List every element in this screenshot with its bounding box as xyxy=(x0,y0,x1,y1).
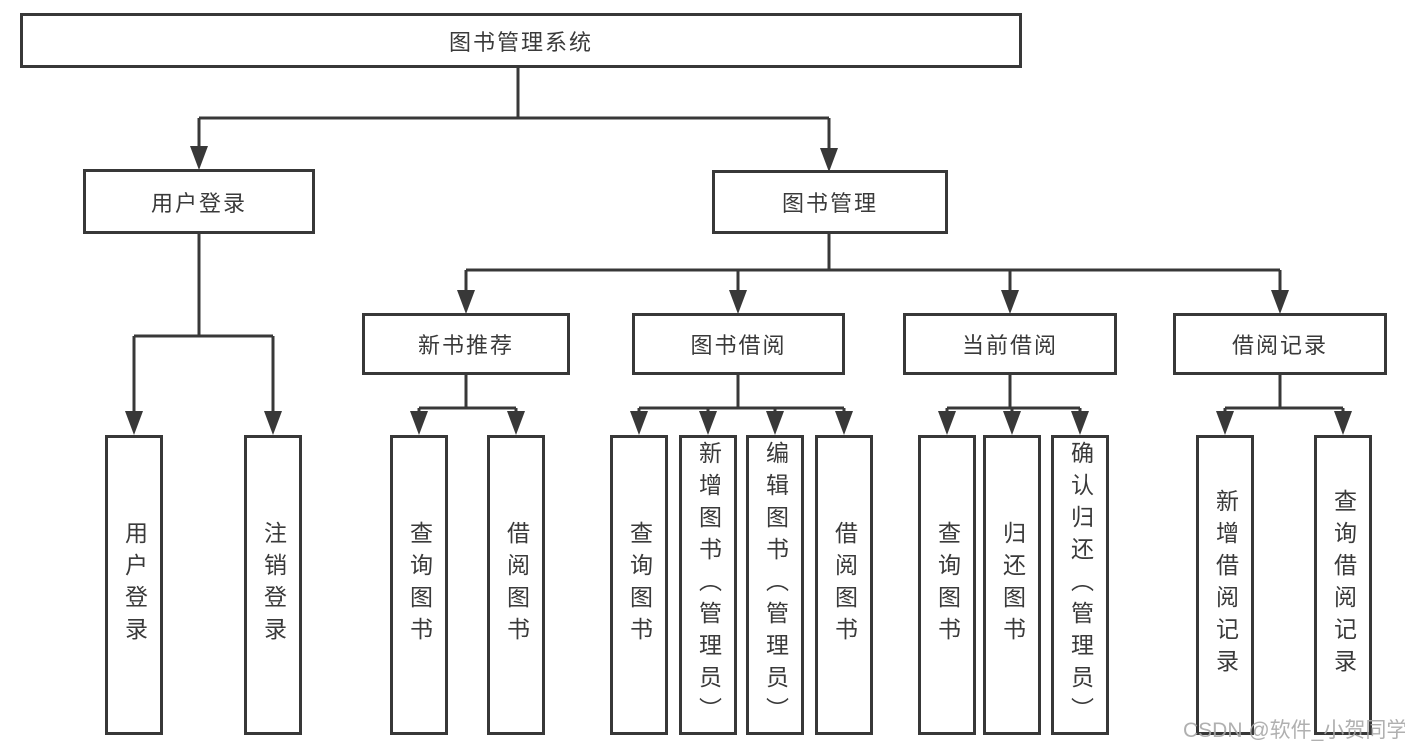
csdn-watermark: CSDN @软件_小贺同学 xyxy=(1183,719,1405,742)
arrowhead-to-leaf-edit-books xyxy=(766,411,784,435)
arrowhead-to-leaf-confirm-return xyxy=(1071,411,1089,435)
arrowhead-to-leaf-borrow-query xyxy=(630,411,648,435)
leaf-edit-books-admin: 编辑图书（管理员） xyxy=(746,435,804,735)
leaf-edit-books-admin-label: 编辑图书（管理员） xyxy=(762,441,789,729)
leaf-add-books-admin-label: 新增图书（管理员） xyxy=(695,441,722,729)
leaf-logout: 注销登录 xyxy=(244,435,302,735)
arrowhead-to-leaf-current-query xyxy=(938,411,956,435)
arrowhead-to-leaf-add-record xyxy=(1216,411,1234,435)
leaf-newbook-query-books: 查询图书 xyxy=(390,435,448,735)
arrowhead-to-current-borrow xyxy=(1001,290,1019,314)
leaf-return-books-label: 归还图书 xyxy=(999,521,1026,649)
arrowhead-to-leaf-user-login xyxy=(125,411,143,435)
leaf-query-borrow-record-label: 查询借阅记录 xyxy=(1330,489,1357,681)
node-book-borrow-label: 图书借阅 xyxy=(690,333,787,358)
leaf-add-borrow-record: 新增借阅记录 xyxy=(1196,435,1254,735)
leaf-borrow-query-books-label: 查询图书 xyxy=(626,521,653,649)
leaf-return-books: 归还图书 xyxy=(983,435,1041,735)
node-new-book-recommend-label: 新书推荐 xyxy=(417,333,514,358)
connector-book-borrow-to-leaves xyxy=(637,375,846,413)
leaf-confirm-return-admin: 确认归还（管理员） xyxy=(1051,435,1109,735)
connector-current-borrow-to-leaves xyxy=(945,375,1082,413)
node-book-management-label: 图书管理 xyxy=(781,191,878,216)
node-root-label: 图书管理系统 xyxy=(448,29,593,55)
arrowhead-to-borrow-records xyxy=(1271,290,1289,314)
arrowhead-to-leaf-return-books xyxy=(1003,411,1021,435)
leaf-borrow-books-label: 借阅图书 xyxy=(831,521,858,649)
node-current-borrow-label: 当前借阅 xyxy=(961,333,1058,358)
arrowhead-to-leaf-logout xyxy=(264,411,282,435)
arrowhead-to-leaf-add-books xyxy=(699,411,717,435)
connector-root-to-level2 xyxy=(197,68,831,150)
leaf-newbook-borrow-books-label: 借阅图书 xyxy=(503,521,530,649)
arrowhead-to-leaf-newbook-query xyxy=(410,411,428,435)
leaf-current-query-books-label: 查询图书 xyxy=(934,521,961,649)
arrowhead-to-leaf-query-record xyxy=(1334,411,1352,435)
node-borrow-records: 借阅记录 xyxy=(1173,313,1387,375)
connector-book-management-to-level3 xyxy=(464,234,1282,292)
connector-new-book-recommend-to-leaves xyxy=(417,375,518,413)
arrowhead-to-book-management xyxy=(820,148,838,172)
leaf-add-books-admin: 新增图书（管理员） xyxy=(679,435,737,735)
leaf-user-login: 用户登录 xyxy=(105,435,163,735)
leaf-newbook-borrow-books: 借阅图书 xyxy=(487,435,545,735)
leaf-borrow-books: 借阅图书 xyxy=(815,435,873,735)
node-book-management: 图书管理 xyxy=(712,170,948,234)
leaf-confirm-return-admin-label: 确认归还（管理员） xyxy=(1067,441,1094,729)
node-user-login-label: 用户登录 xyxy=(150,190,247,216)
arrowhead-to-leaf-borrow-books xyxy=(835,411,853,435)
leaf-user-login-label: 用户登录 xyxy=(121,521,148,649)
node-current-borrow: 当前借阅 xyxy=(903,313,1117,375)
node-new-book-recommend: 新书推荐 xyxy=(362,313,570,375)
node-borrow-records-label: 借阅记录 xyxy=(1231,333,1328,358)
arrowhead-to-leaf-newbook-borrow xyxy=(507,411,525,435)
node-book-borrow: 图书借阅 xyxy=(632,313,845,375)
arrowhead-to-new-book-recommend xyxy=(457,290,475,314)
connector-borrow-records-to-leaves xyxy=(1223,375,1345,413)
node-root-library-system: 图书管理系统 xyxy=(20,13,1022,68)
leaf-logout-label: 注销登录 xyxy=(260,521,287,649)
node-user-login: 用户登录 xyxy=(83,169,315,234)
leaf-add-borrow-record-label: 新增借阅记录 xyxy=(1212,489,1239,681)
arrowhead-to-book-borrow xyxy=(729,290,747,314)
leaf-newbook-query-books-label: 查询图书 xyxy=(406,521,433,649)
connector-user-login-to-leaves xyxy=(132,234,275,413)
leaf-current-query-books: 查询图书 xyxy=(918,435,976,735)
arrowhead-to-user-login xyxy=(190,146,208,170)
leaf-borrow-query-books: 查询图书 xyxy=(610,435,668,735)
leaf-query-borrow-record: 查询借阅记录 xyxy=(1314,435,1372,735)
